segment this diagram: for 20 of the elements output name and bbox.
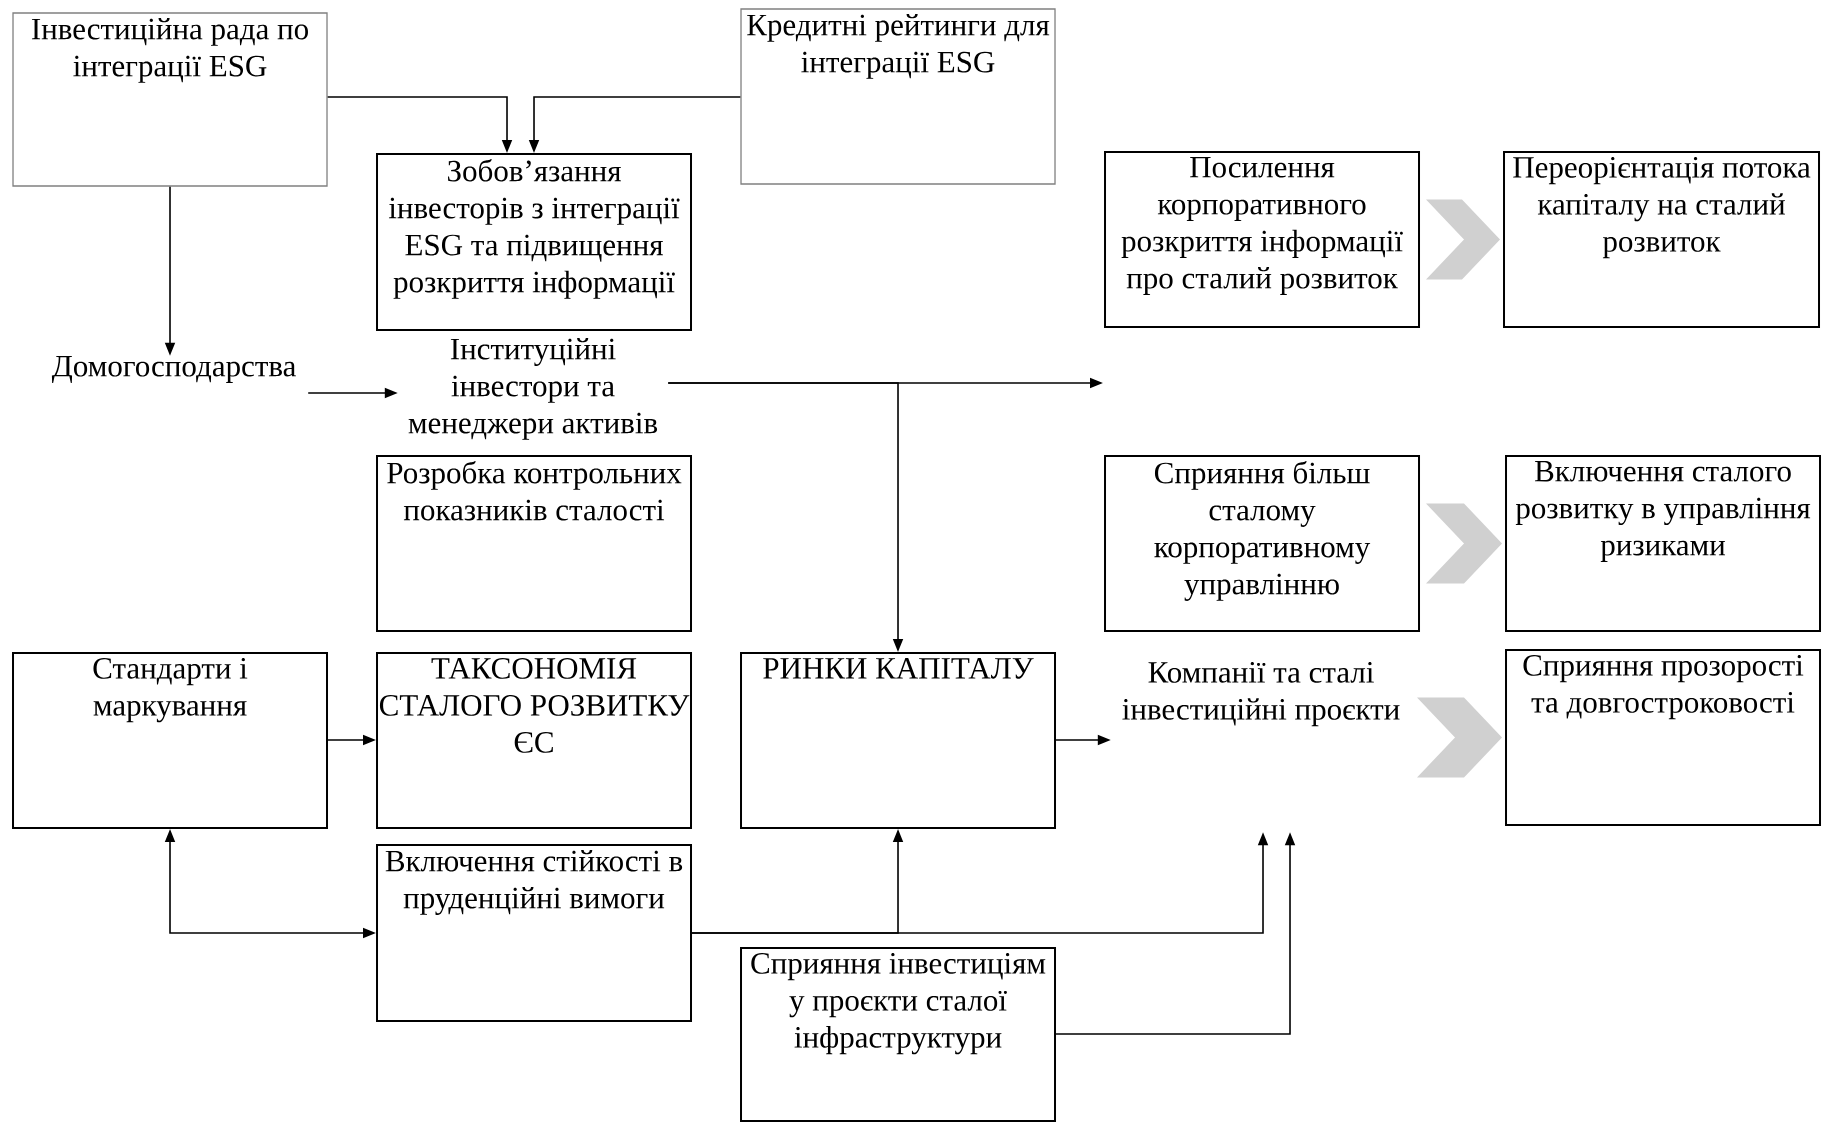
process-box: Інвестиційна рада по інтеграції ESG — [12, 12, 328, 187]
process-box: Посилення корпоративного розкриття інформації про сталий розвиток — [1104, 151, 1420, 328]
text-label: Інституційні інвестори та менеджери активів — [408, 338, 658, 440]
process-box: Зобов’язання інвесторів з інтеграції ESG та підвищення розкриття інформації — [376, 153, 692, 331]
chevron-arrow — [1417, 697, 1502, 778]
chevron-arrow — [1426, 199, 1500, 280]
process-box: Включення стійкості в пруденційні вимоги — [376, 844, 692, 1022]
text-label: Компанії та сталі інвестиційні проєкти — [1122, 662, 1400, 727]
process-box: Сприяння більш сталому корпоративному управлінню — [1104, 455, 1420, 632]
process-box: Розробка контрольних показників сталості — [376, 455, 692, 632]
process-box: РИНКИ КАПІТАЛУ — [740, 652, 1056, 829]
process-box: Сприяння прозорості та довгостроковості — [1505, 649, 1821, 826]
process-box: Включення сталого розвитку в управління ризиками — [1505, 455, 1821, 632]
process-box: ТАКСОНОМІЯ СТАЛОГО РОЗВИТКУ ЄС — [376, 652, 692, 829]
process-box: Стандарти і маркування — [12, 652, 328, 829]
process-box: Кредитні рейтинги для інтеграції ESG — [740, 8, 1056, 185]
process-box: Сприяння інвестиціям у проєкти сталої інфраструктури — [740, 947, 1056, 1122]
text-label: Домогосподарства — [51, 356, 296, 383]
process-box: Переорієнтація потока капіталу на сталий розвиток — [1503, 151, 1820, 328]
chevron-arrow — [1426, 503, 1502, 584]
